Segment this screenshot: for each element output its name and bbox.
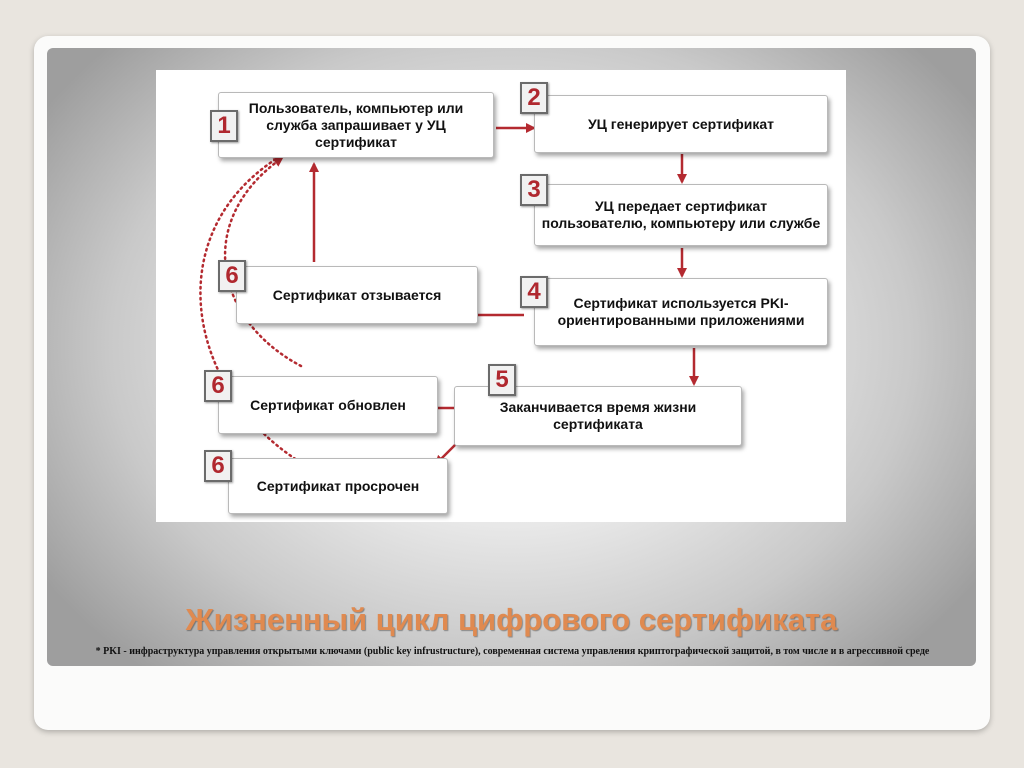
box-request: Пользователь, компьютер или служба запра…	[218, 92, 494, 158]
box-lifetime-ends: Заканчивается время жизни сертификата	[454, 386, 742, 446]
box-transfer: УЦ передает сертификат пользователю, ком…	[534, 184, 828, 246]
step-number-1: 1	[210, 110, 238, 142]
box-revoked: Сертификат отзывается	[236, 266, 478, 324]
step-number-5: 5	[488, 364, 516, 396]
lifecycle-diagram: Пользователь, компьютер или служба запра…	[156, 70, 846, 522]
step-number-6-renewed: 6	[204, 370, 232, 402]
step-number-2: 2	[520, 82, 548, 114]
box-use: Сертификат используется PKI-ориентирован…	[534, 278, 828, 346]
slide-footnote: * PKI - инфраструктура управления открыт…	[95, 646, 930, 657]
box-expired: Сертификат просрочен	[228, 458, 448, 514]
box-generate: УЦ генерирует сертификат	[534, 95, 828, 153]
step-number-4: 4	[520, 276, 548, 308]
step-number-6-expired: 6	[204, 450, 232, 482]
box-renewed: Сертификат обновлен	[218, 376, 438, 434]
slide-title: Жизненный цикл цифрового сертификата	[185, 602, 838, 637]
step-number-3: 3	[520, 174, 548, 206]
step-number-6-revoked: 6	[218, 260, 246, 292]
